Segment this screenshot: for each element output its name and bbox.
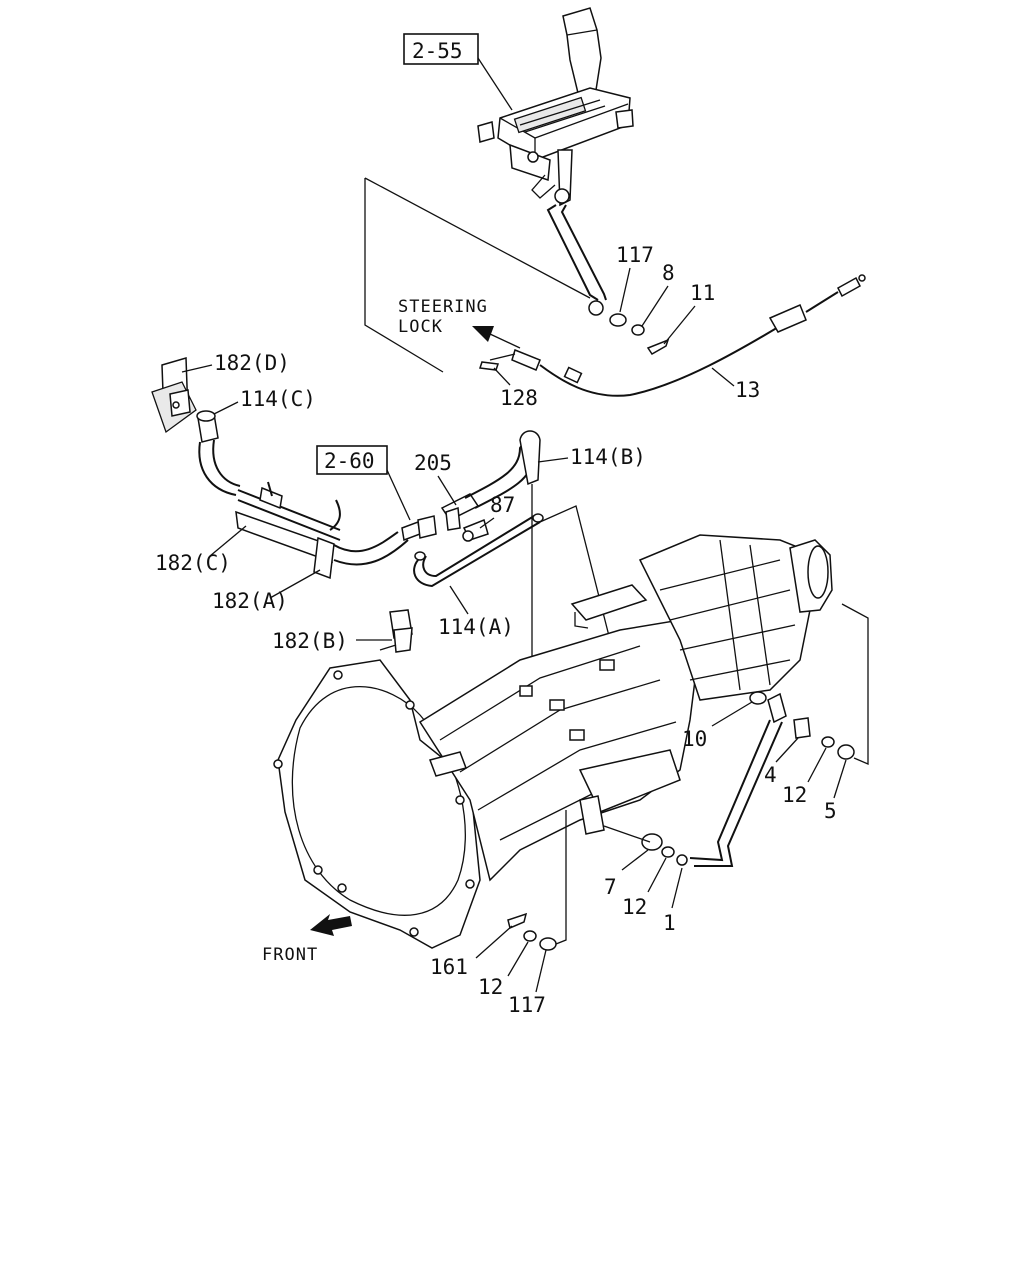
callout-13: 13 [735, 378, 760, 402]
ref-box-2-60 [316, 445, 388, 475]
shift-lever-assembly [477, 7, 634, 316]
cooler-bracket-182d [151, 357, 197, 434]
ref-label-2-60: 2-60 [324, 449, 375, 473]
callout-182a: 182(A) [212, 589, 288, 613]
callout-182c: 182(C) [155, 551, 231, 575]
ref-box-2-55 [403, 33, 479, 65]
callout-205: 205 [414, 451, 452, 475]
callout-10: 10 [682, 727, 707, 751]
callout-5: 5 [824, 799, 837, 823]
washer-117-bottom [539, 937, 557, 951]
callout-12-right: 12 [782, 783, 807, 807]
hose-114c [196, 410, 241, 496]
callout-12-bottom: 12 [478, 975, 503, 999]
callout-4: 4 [764, 763, 777, 787]
steering-lock-arrow-head [472, 326, 494, 342]
fittings-205-87 [401, 493, 489, 542]
callout-12-mid: 12 [622, 895, 647, 919]
callout-87: 87 [490, 493, 515, 517]
callout-117-top: 117 [616, 243, 654, 267]
hose-114b [464, 430, 541, 509]
washer-12-bottom [523, 930, 537, 942]
callout-8: 8 [662, 261, 675, 285]
steering-lock-arrow [489, 333, 521, 349]
front-label: FRONT [262, 945, 318, 965]
callout-7: 7 [604, 875, 617, 899]
callout-114a: 114(A) [438, 615, 514, 639]
selector-linkage [641, 691, 855, 867]
transmission-case [273, 534, 833, 949]
callout-114b: 114(B) [570, 445, 646, 469]
callout-117-bottom: 117 [508, 993, 546, 1017]
hose-114a [413, 513, 544, 588]
callout-11: 11 [690, 281, 715, 305]
cooler-pipe-assembly [235, 481, 409, 580]
bracket-182b [379, 609, 413, 653]
callout-114c: 114(C) [240, 387, 316, 411]
callout-161: 161 [430, 955, 468, 979]
front-arrow [310, 914, 352, 936]
callout-182b: 182(B) [272, 629, 348, 653]
ref-label-2-55: 2-55 [412, 39, 463, 63]
steering-lock-text-2: LOCK [398, 317, 443, 337]
callout-182d: 182(D) [214, 351, 290, 375]
callout-128: 128 [500, 386, 538, 410]
steering-lock-text-1: STEERING [398, 297, 488, 317]
shift-cable-13 [478, 274, 866, 397]
clip-11 [646, 338, 670, 355]
clip-161 [507, 912, 528, 930]
washer-117-top [609, 313, 627, 327]
washer-8 [631, 324, 645, 336]
callout-1: 1 [663, 911, 676, 935]
